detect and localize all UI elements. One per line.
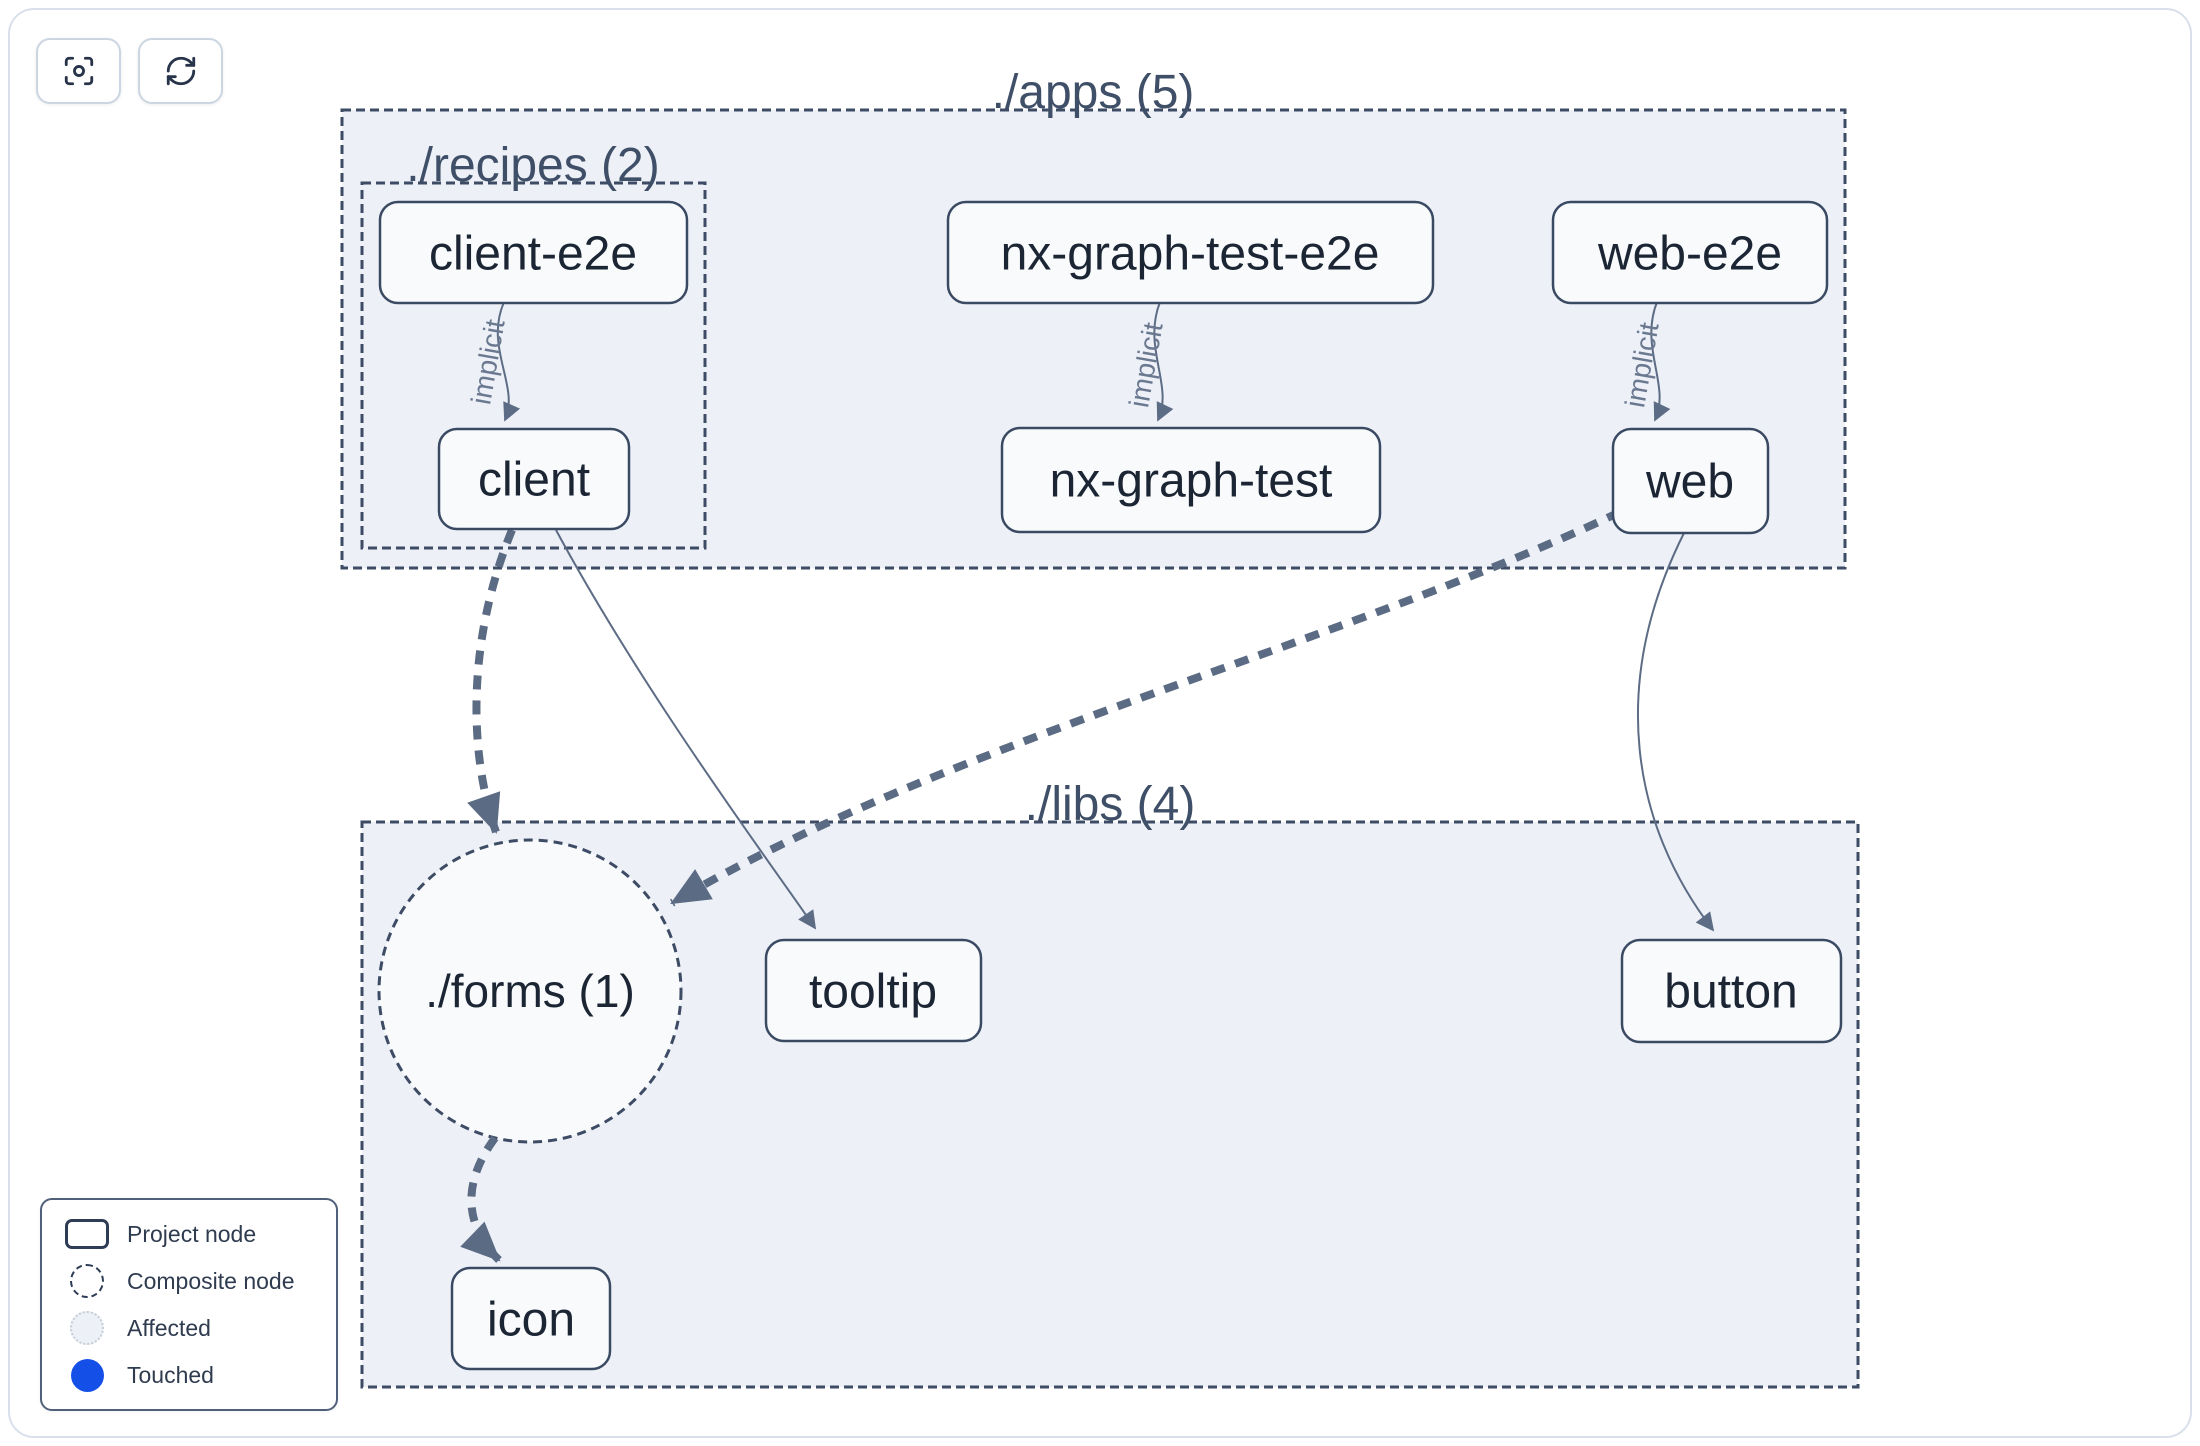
focus-button[interactable]: [36, 38, 121, 104]
node-label[interactable]: nx-graph-test-e2e: [1001, 228, 1380, 281]
composite-node-circle[interactable]: [377, 838, 683, 1144]
node-web[interactable]: web: [1611, 427, 1770, 535]
legend-label: Composite node: [127, 1267, 295, 1294]
toolbar: [36, 38, 223, 104]
node-label[interactable]: client-e2e: [429, 228, 637, 281]
node-label[interactable]: icon: [487, 1294, 575, 1347]
group-recipes-label: ./recipes (2): [406, 139, 659, 192]
node-nx-graph-test-e2e[interactable]: nx-graph-test-e2e: [946, 200, 1435, 305]
group-libs-label: ./libs (4): [1025, 778, 1196, 831]
composite-node-forms[interactable]: ./forms (1): [377, 838, 683, 1144]
edge-path: [1636, 532, 1715, 932]
node-box[interactable]: [764, 938, 983, 1043]
edge-path: [467, 528, 516, 835]
node-box[interactable]: [1000, 426, 1382, 534]
edge-path: [555, 529, 817, 930]
node-box[interactable]: [946, 200, 1435, 305]
refresh-icon: [166, 56, 195, 86]
node-box[interactable]: [1611, 427, 1770, 535]
node-label[interactable]: nx-graph-test: [1050, 455, 1333, 508]
node-box[interactable]: [1620, 938, 1843, 1044]
composite-node-swatch: [62, 1264, 112, 1298]
legend-label: Touched: [127, 1361, 214, 1388]
touched-swatch: [62, 1358, 112, 1392]
group-recipes-box: [360, 181, 707, 550]
node-box[interactable]: [1551, 200, 1829, 305]
edge-path: [1650, 301, 1671, 422]
node-box[interactable]: [450, 1266, 612, 1371]
node-label[interactable]: tooltip: [809, 966, 937, 1019]
node-icon[interactable]: icon: [450, 1266, 612, 1371]
legend: Project node Composite node Affected Tou…: [40, 1198, 338, 1411]
edge-path: [1153, 301, 1174, 422]
node-client[interactable]: client: [437, 427, 631, 531]
node-label[interactable]: web: [1645, 456, 1734, 509]
legend-label: Affected: [127, 1314, 211, 1341]
focus-icon: [64, 56, 93, 86]
edge-web-to-button: [1636, 532, 1715, 932]
node-button[interactable]: button: [1620, 938, 1843, 1044]
node-client-e2e[interactable]: client-e2e: [378, 200, 689, 305]
node-web-e2e[interactable]: web-e2e: [1551, 200, 1829, 305]
edge-client-to-forms: [467, 528, 516, 835]
edge-web-to-forms: [669, 508, 1622, 907]
legend-item-project-node: Project node: [62, 1217, 316, 1251]
group-apps-label: ./apps (5): [992, 66, 1195, 119]
node-label[interactable]: web-e2e: [1597, 228, 1782, 281]
node-box[interactable]: [437, 427, 631, 531]
refresh-button[interactable]: [138, 38, 223, 104]
node-label[interactable]: client: [478, 454, 590, 507]
composite-node-label[interactable]: ./forms (1): [425, 965, 635, 1017]
edge-client-to-tooltip: [555, 529, 817, 930]
legend-item-touched: Touched: [62, 1358, 316, 1392]
node-tooltip[interactable]: tooltip: [764, 938, 983, 1043]
edge-path: [669, 508, 1622, 907]
legend-item-composite-node: Composite node: [62, 1264, 316, 1298]
edge-path: [496, 301, 521, 422]
node-nx-graph-test[interactable]: nx-graph-test: [1000, 426, 1382, 534]
project-node-swatch: [62, 1219, 112, 1249]
node-label[interactable]: button: [1664, 966, 1797, 1019]
node-box[interactable]: [378, 200, 689, 305]
group-recipes: ./recipes (2): [360, 139, 707, 550]
legend-label: Project node: [127, 1220, 257, 1247]
affected-swatch: [62, 1311, 112, 1345]
legend-item-affected: Affected: [62, 1311, 316, 1345]
